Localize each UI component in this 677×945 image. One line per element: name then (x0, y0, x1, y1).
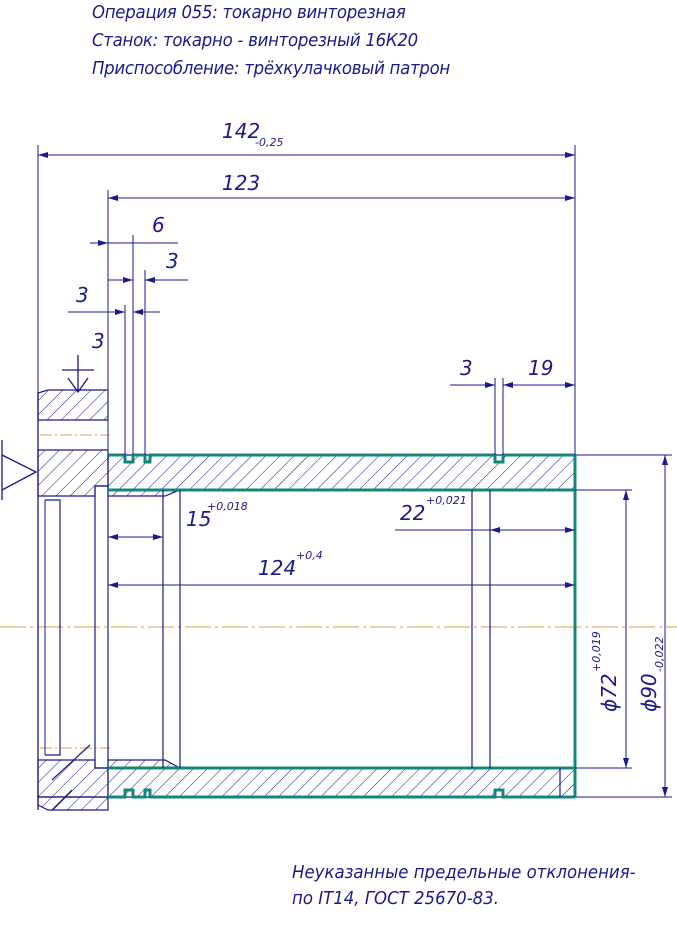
operation-title: Операция 055: токарно винторезная (92, 2, 406, 23)
tolerance-note-line1: Неуказанные предельные отклонения- (292, 862, 636, 883)
dim-22-tol: +0,021 (426, 494, 467, 507)
tolerance-note-line2: по IT14, ГОСТ 25670-83. (292, 888, 500, 909)
dim-124: 124 (258, 556, 296, 580)
support-symbol (1, 454, 38, 491)
lower-wall-section (107, 759, 576, 798)
machine-title: Станок: токарно - винторезный 16К20 (92, 30, 418, 51)
dim-3-upper: 3 (166, 249, 179, 273)
dim-22: 22 (400, 501, 425, 525)
dim-3-left: 3 (76, 283, 89, 307)
dim-90: ϕ90 (637, 673, 661, 712)
flange-body-lower (37, 759, 109, 798)
flange-body-upper (37, 449, 109, 497)
dim-15-tol: +0,018 (207, 500, 248, 513)
dim-groove-19: 19 (528, 356, 553, 380)
dim-15: 15 (186, 507, 211, 531)
fixture-title: Приспособление: трёхкулачковый патрон (92, 58, 450, 79)
dim-124-tol: +0,4 (296, 549, 323, 562)
dim-groove-3: 3 (460, 356, 473, 380)
flange-lower (37, 796, 109, 811)
dim-72-tol: +0,019 (590, 631, 603, 672)
left-recess (45, 499, 61, 756)
dim-90-tol: -0,022 (653, 637, 666, 672)
dim-123: 123 (222, 171, 260, 195)
dim-3-small: 3 (92, 329, 105, 353)
outer-top-edge (108, 453, 575, 464)
dim-142: 142 (222, 119, 260, 143)
dim-72: ϕ72 (597, 673, 621, 712)
dim-6: 6 (152, 213, 165, 237)
flange-upper (37, 389, 109, 421)
outer-bottom-edge (108, 788, 575, 799)
dim-142-tol: -0,25 (255, 136, 283, 149)
